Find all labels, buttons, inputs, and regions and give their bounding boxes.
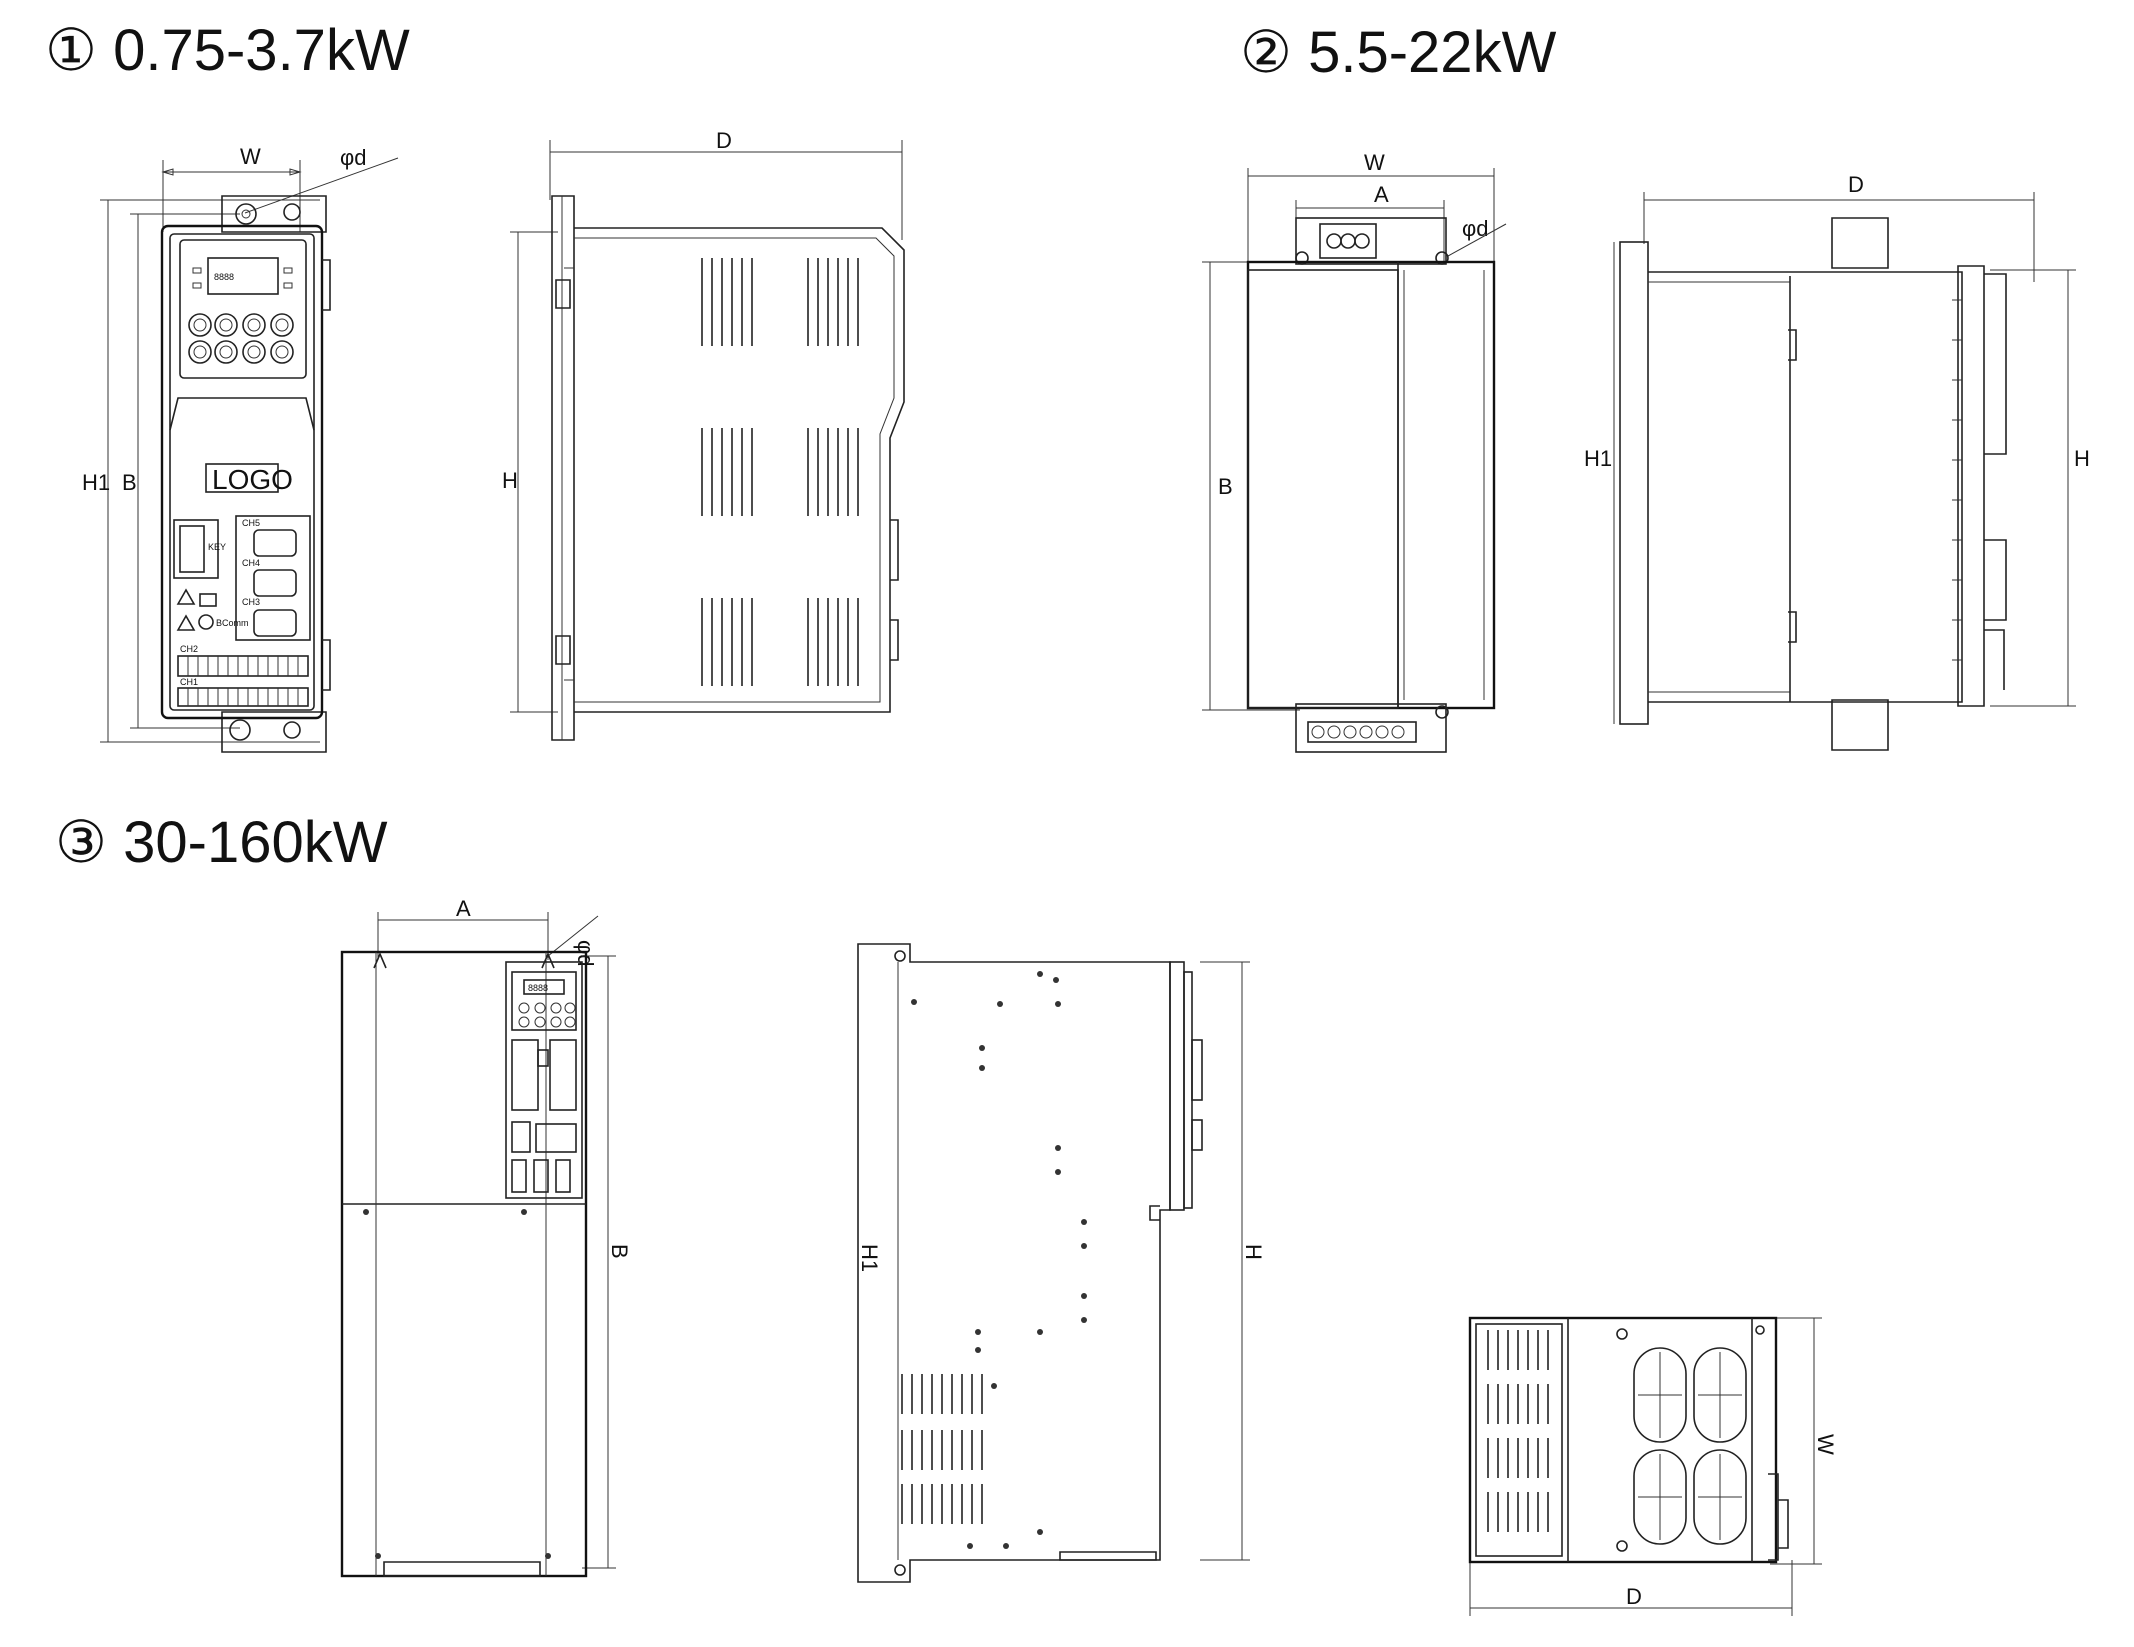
s1-key-label: KEY: [208, 542, 226, 552]
section-3-title: ③ 30-160kW: [55, 810, 388, 875]
s1-keypad-buttons: [188, 313, 294, 364]
s2-w-label: W: [1364, 150, 1385, 175]
s3-side-vents: [901, 1374, 983, 1524]
s3-depth-label: D: [1626, 1584, 1642, 1609]
s3-bottom-view: D W: [1468, 1316, 1838, 1616]
s2-d-label: φd: [1462, 216, 1489, 241]
s1-d-label: φd: [340, 145, 367, 170]
s2-h-label: H: [2074, 446, 2090, 471]
s2-a-label: A: [1374, 182, 1389, 207]
s3-w-label: W: [1813, 1434, 1838, 1455]
s1-depth-label: D: [716, 128, 732, 153]
s2-side-view: D H1 H: [1584, 172, 2090, 751]
s1-ch5-label: CH5: [242, 518, 260, 528]
s2-b-label: B: [1218, 474, 1233, 499]
s3-side-view: H1 H: [857, 943, 1266, 1583]
s3-fan-grilles: [1633, 1347, 1747, 1545]
section-1-title: ① 0.75-3.7kW: [45, 18, 410, 83]
s3-a-label: A: [456, 896, 471, 921]
s1-side-vents: [701, 258, 859, 686]
s1-front-view: W φd H1 B 8888: [82, 144, 399, 753]
s3-front-view: A φd B 8888: [340, 896, 632, 1578]
s1-b-label: B: [122, 470, 137, 495]
s1-comm-label: BComm: [216, 618, 249, 628]
s3-display: 8888: [528, 983, 548, 993]
s2-depth-label: D: [1848, 172, 1864, 197]
s3-side-screw-holes: [911, 971, 1087, 1549]
s1-ch1-label: CH1: [180, 677, 198, 687]
s3-b-label: B: [607, 1244, 632, 1259]
s1-ch2-label: CH2: [180, 644, 198, 654]
s1-ch4-label: CH4: [242, 558, 260, 568]
s1-w-label: W: [240, 144, 261, 169]
s1-h-label: H: [502, 468, 518, 493]
section-2-title: ② 5.5-22kW: [1240, 20, 1557, 85]
s1-side-view: D H: [502, 128, 905, 741]
s3-h1-label: H1: [857, 1244, 882, 1272]
s1-logo: LOGO: [212, 464, 293, 495]
s1-h1-label: H1: [82, 470, 110, 495]
s3-h-label: H: [1241, 1244, 1266, 1260]
s1-keypad-display: 8888: [214, 272, 234, 282]
s2-h1-label: H1: [1584, 446, 1612, 471]
s1-ch3-label: CH3: [242, 597, 260, 607]
s2-front-view: W A φd B: [1202, 150, 1507, 753]
